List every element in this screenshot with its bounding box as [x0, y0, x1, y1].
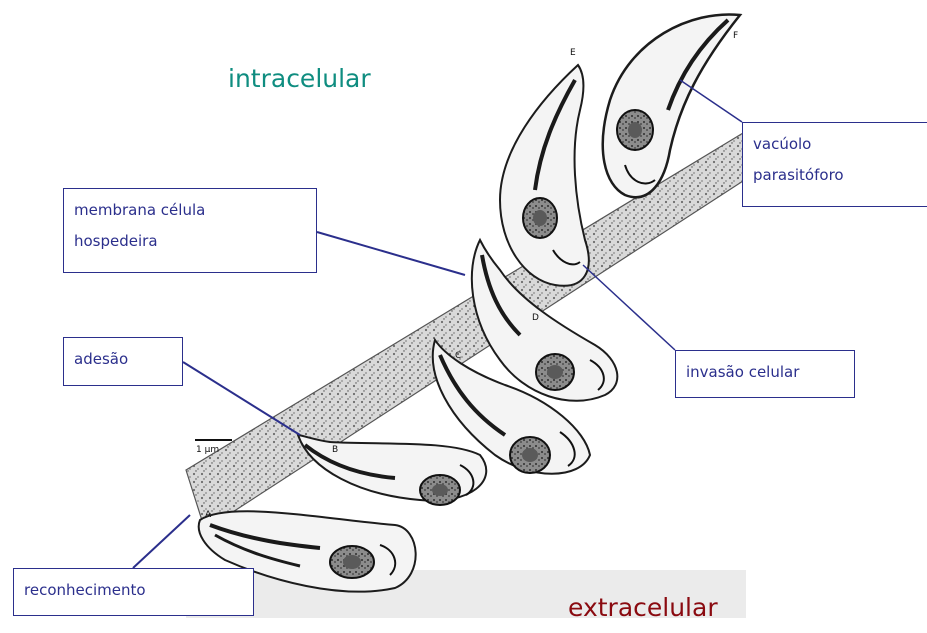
- leader-line-host-membrane: [317, 232, 465, 275]
- label-host-cell-membrane: membrana célula hospedeira: [63, 188, 317, 273]
- stage-letter-a: A: [205, 510, 212, 520]
- leader-line-invasion: [583, 265, 675, 350]
- parasite-stage-e: E: [500, 48, 589, 286]
- leader-line-recognition: [133, 515, 190, 568]
- label-parasitophorous-vacuole: vacúolo parasitóforo: [742, 122, 927, 207]
- label-membrane-line-1: membrana célula: [74, 195, 306, 226]
- leader-line-vacuole: [680, 80, 742, 122]
- parasite-stage-b: B: [298, 435, 486, 505]
- stage-letter-d: D: [532, 313, 539, 323]
- label-cell-invasion: invasão celular: [675, 350, 855, 398]
- label-membrane-line-2: hospedeira: [74, 226, 306, 257]
- intracellular-label: intracelular: [228, 64, 371, 93]
- stage-letter-c: C: [455, 351, 461, 361]
- leader-line-adhesion: [183, 362, 300, 435]
- label-vacuole-line-2: parasitóforo: [753, 160, 917, 191]
- label-recognition: reconhecimento: [13, 568, 254, 616]
- stage-letter-e: E: [570, 48, 576, 58]
- svg-text:1 µm: 1 µm: [196, 445, 219, 455]
- label-vacuole-line-1: vacúolo: [753, 129, 917, 160]
- stage-letter-f: F: [733, 31, 738, 41]
- stage-letter-b: B: [332, 445, 338, 455]
- extracellular-label: extracelular: [568, 593, 718, 622]
- label-adhesion: adesão: [63, 337, 183, 386]
